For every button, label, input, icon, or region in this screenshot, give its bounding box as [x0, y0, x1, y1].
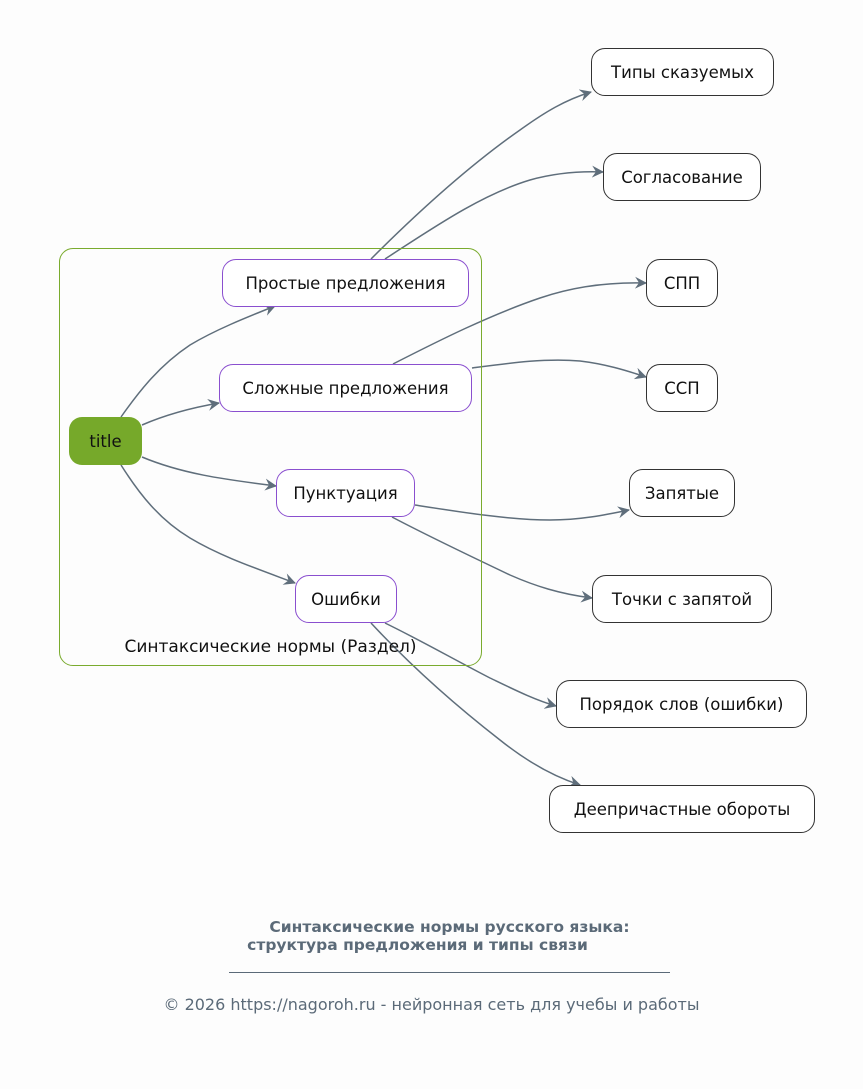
- footer-title-line2: структура предложения и типы связи: [247, 936, 588, 954]
- edge-root-to-simple: [120, 304, 276, 418]
- node-agreement[interactable]: Согласование: [603, 153, 761, 201]
- node-predicate-types[interactable]: Типы сказуемых: [591, 48, 774, 96]
- node-commas[interactable]: Запятые: [629, 469, 735, 517]
- node-punctuation[interactable]: Пунктуация: [276, 469, 415, 517]
- edge-complex-to-ssp: [471, 359, 647, 380]
- node-label: Простые предложения: [245, 273, 446, 293]
- node-participial-phrases[interactable]: Деепричастные обороты: [549, 785, 815, 833]
- node-label: ССП: [664, 378, 700, 398]
- node-label: Деепричастные обороты: [573, 799, 791, 819]
- node-label: title: [89, 431, 122, 451]
- edge-simple-to-predicates: [370, 89, 592, 260]
- edge-errors-to-participles: [370, 622, 581, 788]
- node-spp[interactable]: СПП: [646, 259, 718, 307]
- cluster-syntax-norms: [59, 248, 482, 666]
- node-label: Пунктуация: [293, 483, 398, 503]
- node-label: СПП: [663, 273, 701, 293]
- node-complex-sentences[interactable]: Сложные предложения: [219, 364, 472, 412]
- edge-punct-to-semicolons: [391, 516, 593, 603]
- edge-root-to-punct: [141, 456, 277, 491]
- node-word-order[interactable]: Порядок слов (ошибки): [556, 680, 807, 728]
- node-label: Сложные предложения: [242, 378, 449, 398]
- node-simple-sentences[interactable]: Простые предложения: [222, 259, 469, 307]
- node-label: Согласование: [621, 167, 743, 187]
- edge-punct-to-commas: [414, 504, 630, 521]
- node-label: Запятые: [644, 483, 720, 503]
- footer-title-line1: Синтаксические нормы русского языка:: [269, 918, 630, 936]
- edge-root-to-errors: [120, 464, 296, 585]
- node-label: Порядок слов (ошибки): [579, 694, 784, 714]
- footer-copyright: © 2026 https://nagoroh.ru - нейронная се…: [163, 995, 700, 1014]
- node-errors[interactable]: Ошибки: [295, 575, 397, 623]
- cluster-label: Синтаксические нормы (Раздел): [124, 637, 417, 657]
- node-ssp[interactable]: ССП: [646, 364, 718, 412]
- edge-simple-to-agreement: [384, 165, 604, 260]
- node-semicolons[interactable]: Точки с запятой: [592, 575, 772, 623]
- edge-errors-to-word_order: [384, 622, 557, 709]
- node-label: Ошибки: [311, 589, 381, 609]
- edge-root-to-complex: [141, 398, 220, 426]
- node-label: Точки с запятой: [611, 589, 753, 609]
- node-root[interactable]: title: [69, 417, 142, 465]
- edge-complex-to-spp: [392, 276, 647, 365]
- node-label: Типы сказуемых: [611, 62, 754, 82]
- footer-divider: [229, 972, 670, 973]
